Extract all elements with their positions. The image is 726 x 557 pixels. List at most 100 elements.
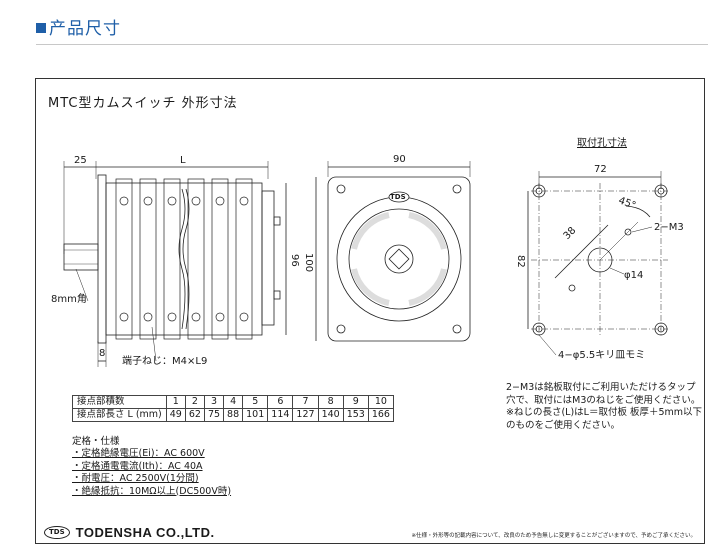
table-row: 接点部長さ L (mm) 49 62 75 88 101 114 127 140… [72,408,394,422]
table-cell: 114 [267,408,294,422]
side-view [63,161,287,367]
note-line: 穴で、取付にはM3のねじをご使用ください。 [506,394,701,406]
page-title: 产品尺寸 [36,14,121,39]
mount-hole [654,184,668,198]
page-title-text: 产品尺寸 [49,19,121,39]
spec-item: ・耐電圧：AC 2500V(1分間) [72,473,199,485]
terminal-screw [215,312,225,322]
table-cell: 166 [367,408,394,422]
leader-line [75,268,89,302]
leader-line [151,326,157,362]
break-line [182,188,190,330]
mounting-note: 2−M3は銘板取付にご利用いただけるタップ 穴で、取付にはM3のねじをご使用くだ… [506,382,702,432]
mount-hole [532,322,546,336]
title-square-icon [36,23,46,33]
technical-drawing [63,161,668,367]
end-bolt [273,290,281,300]
deck [235,178,253,340]
spec-list: 定格・仕様 ・定格絶縁電圧(Ei)：AC 600V ・定格通電電流(Ith)：A… [72,436,231,498]
sheet-title: MTC型カムスイッチ 外形寸法 [48,96,238,111]
table-cell: 6 [267,395,294,409]
deck [211,178,229,340]
holes-label: 4−φ5.5キリ皿モミ [558,350,646,361]
front-view [315,161,471,342]
break-line [178,188,186,330]
table-cell: 101 [242,408,269,422]
dim-90-label: 90 [393,154,406,165]
dim-line-38 [554,224,609,279]
terminal-screw [143,312,153,322]
mount-hole-inner [535,187,543,195]
dial-segment [408,268,447,306]
logo-badge [388,191,410,203]
phi14-label: φ14 [624,270,644,281]
leader-line [631,226,653,233]
shaft-size-label: 8mm角 [51,294,87,305]
end-cap [261,190,275,326]
table-row-header: 接点部長さ L (mm) [72,408,167,422]
table-cell: 75 [203,408,225,422]
spec-heading: 定格・仕様 [72,436,120,447]
mount-hole [654,322,668,336]
leader-line [538,334,557,356]
drawing-sheet: MTC型カムスイッチ 外形寸法 [35,78,705,544]
table-cell: 8 [317,395,344,409]
table-row-header: 接点部積数 [72,395,167,409]
mount-hole-inner [657,187,665,195]
table-row: 接点部積数 1 2 3 4 5 6 7 8 9 10 [72,395,394,409]
table-cell: 3 [203,395,225,409]
leader-line [609,267,625,275]
dim-96-label: 96 [289,254,300,267]
terminal-screw [239,312,249,322]
table-cell: 9 [342,395,369,409]
table-cell: 62 [184,408,205,422]
terminal-screw [239,196,249,206]
angle-arc [625,205,651,218]
deck [115,178,133,340]
spec-item: ・定格通電電流(Ith)：AC 40A [72,460,203,472]
disclaimer-text: ※仕様・外形等の記載内容について、改良のため予告無しに変更することがございますの… [411,533,696,539]
m3-hole [624,228,632,236]
m3-label: 2−M3 [654,222,684,233]
dial-hub [384,244,414,274]
mount-hole-inner [657,325,665,333]
corner-hole [452,184,462,194]
dial-segment [351,212,390,250]
diagonal-line [599,221,639,261]
terminal-screw [191,196,201,206]
table-cell: 140 [317,408,344,422]
dim-8-label: 8 [99,348,106,359]
company-logo: TDS TODENSHA CO.,LTD. [44,525,215,540]
mount-view [527,171,668,356]
mount-view-title: 取付孔寸法 [577,138,627,149]
shaft-hole [587,247,613,273]
terminal-screw [215,196,225,206]
spec-item: ・絶縁抵抗：10MΩ以上(DC500V時) [72,485,232,497]
mount-hole [532,184,546,198]
table-cell: 1 [165,395,186,409]
dim-82-label: 82 [515,255,526,268]
table-cell: 88 [223,408,244,422]
spec-item: ・定格絶縁電圧(Ei)：AC 600V [72,448,205,460]
front-plate [327,176,471,342]
terminal-screw [191,312,201,322]
table-cell: 49 [165,408,186,422]
title-divider [36,44,708,45]
table-cell: 5 [242,395,269,409]
mounting-plate [97,174,107,344]
tds-badge: TDS [44,526,70,539]
dial-segment [408,212,447,250]
dial-segment [351,268,390,306]
note-line: 2−M3は銘板取付にご利用いただけるタップ [506,382,696,393]
terminal-screw [167,196,177,206]
corner-hole [336,324,346,334]
dim-25-label: 25 [74,155,87,166]
table-cell: 4 [223,395,244,409]
deck [187,178,205,340]
end-bolt [273,216,281,226]
terminal-screw [119,312,129,322]
dim-L-label: L [180,155,186,166]
m3-hole [568,284,576,292]
dial-outer [336,196,462,322]
terminal-screw [143,196,153,206]
